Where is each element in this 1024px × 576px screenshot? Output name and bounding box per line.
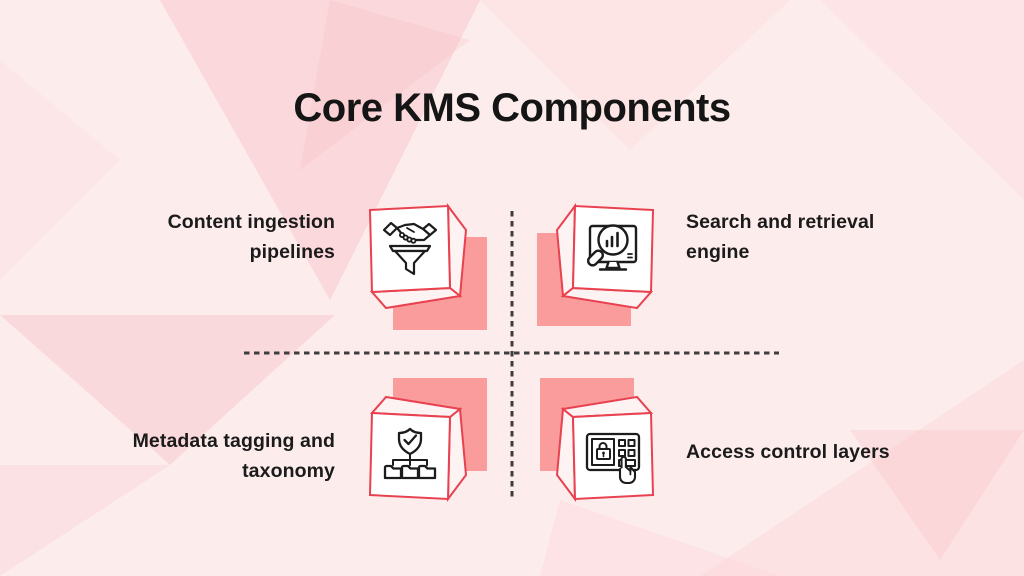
icon-block-access-control <box>535 370 675 510</box>
label-access-control: Access control layers <box>686 441 890 463</box>
label-search-retrieval: Search and retrieval engine <box>686 211 875 263</box>
handshake-funnel-icon <box>382 221 438 276</box>
icon-block-metadata-taxonomy <box>360 370 500 510</box>
shield-folder-hierarchy-icon <box>383 427 437 480</box>
icon-block-search-retrieval <box>535 200 675 340</box>
label-content-ingestion: Content ingestion pipelines <box>167 211 335 263</box>
keypad-lock-hand-icon <box>585 432 641 485</box>
monitor-search-chart-icon <box>586 224 638 271</box>
page-title: Core KMS Components <box>293 86 731 130</box>
vertical-divider-line <box>510 211 514 497</box>
label-metadata-taxonomy: Metadata tagging and taxonomy <box>132 430 335 482</box>
icon-block-content-ingestion <box>360 200 500 340</box>
